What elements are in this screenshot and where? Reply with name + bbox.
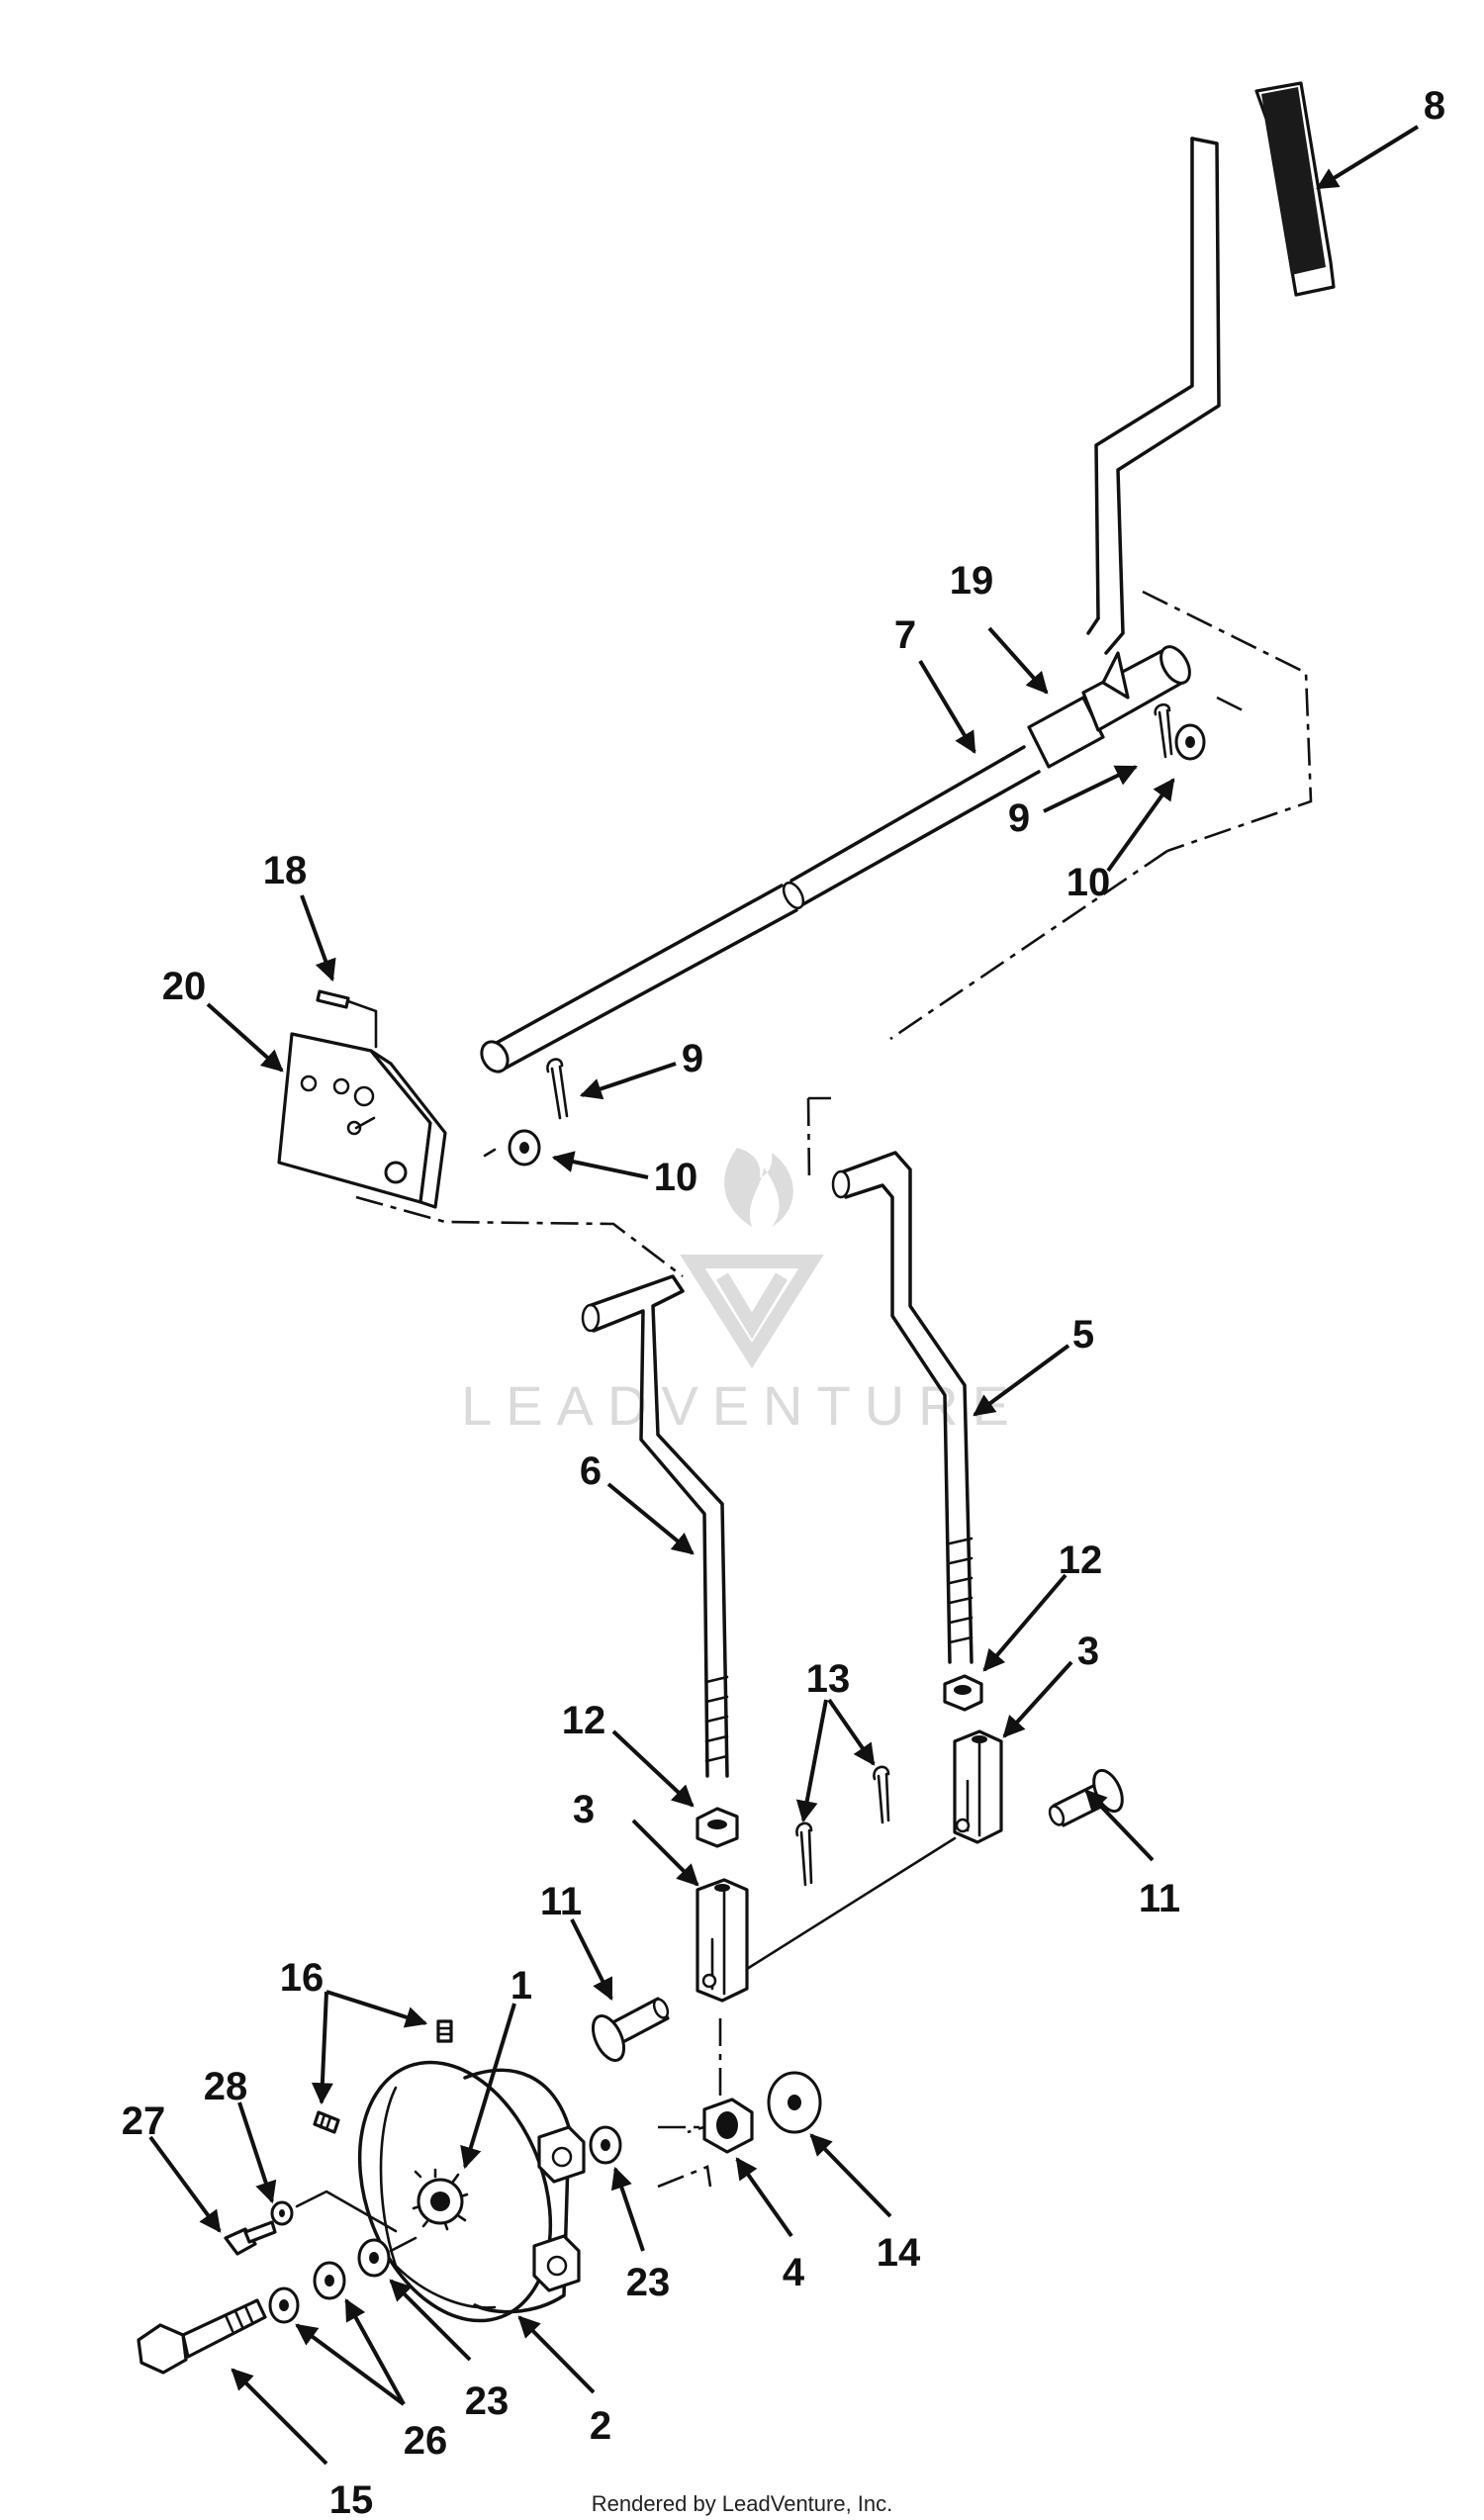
jam-nut-left bbox=[696, 1807, 739, 1848]
rod-left bbox=[581, 1274, 729, 1778]
callout-14: 14 bbox=[877, 2231, 921, 2275]
watermark: LEADVENTURE bbox=[461, 1148, 1023, 1437]
roll-pin bbox=[316, 989, 378, 1049]
cross-shaft bbox=[480, 745, 1041, 1073]
callout-8: 8 bbox=[1424, 84, 1445, 128]
callout-10-upper: 10 bbox=[1067, 861, 1111, 904]
callout-20: 20 bbox=[162, 965, 207, 1008]
bracket bbox=[277, 1032, 447, 1209]
callout-28: 28 bbox=[204, 2065, 248, 2108]
pulley-lugs bbox=[532, 2125, 586, 2292]
callout-6: 6 bbox=[580, 1449, 602, 1493]
bolt bbox=[137, 2298, 267, 2375]
clevis-pin-right bbox=[1048, 1768, 1124, 1827]
callout-10-lower: 10 bbox=[654, 1156, 698, 1199]
clevis-left bbox=[696, 1878, 749, 2003]
washer-23-right bbox=[589, 2125, 622, 2165]
clevis-right bbox=[953, 1729, 1003, 1844]
watermark-text: LEADVENTURE bbox=[461, 1374, 1023, 1437]
rendered-by-footer: Rendered by LeadVenture, Inc. bbox=[591, 2491, 893, 2516]
callout-23-right: 23 bbox=[626, 2261, 671, 2304]
callout-1: 1 bbox=[510, 1964, 532, 2007]
washer-lower bbox=[508, 1129, 541, 1167]
callout-4: 4 bbox=[783, 2251, 805, 2294]
callout-9-upper: 9 bbox=[1008, 796, 1030, 840]
callout-11-right: 11 bbox=[1139, 1877, 1180, 1920]
callout-23-left: 23 bbox=[465, 2380, 510, 2423]
callout-12-left: 12 bbox=[562, 1699, 606, 1742]
clevis-pin-left bbox=[591, 1997, 670, 2062]
callout-18: 18 bbox=[263, 849, 308, 892]
cotter-pin-lower bbox=[546, 1058, 569, 1120]
callout-15: 15 bbox=[329, 2478, 374, 2520]
hex-nut bbox=[702, 2098, 754, 2154]
pedal-pad bbox=[1254, 81, 1336, 297]
callout-9-lower: 9 bbox=[682, 1037, 703, 1080]
washer-upper bbox=[1174, 723, 1206, 761]
large-washer bbox=[767, 2071, 822, 2134]
rod-right bbox=[806, 1096, 974, 1664]
callout-26: 26 bbox=[404, 2419, 448, 2463]
set-screws bbox=[313, 2019, 453, 2134]
callout-2: 2 bbox=[590, 2404, 611, 2448]
small-bolt bbox=[224, 2220, 277, 2256]
callout-16: 16 bbox=[280, 1956, 325, 2000]
callout-13: 13 bbox=[806, 1657, 851, 1701]
callout-3-right: 3 bbox=[1077, 1630, 1099, 1673]
washer-23-left bbox=[357, 2238, 391, 2278]
callout-27: 27 bbox=[122, 2100, 166, 2143]
lock-washer bbox=[270, 2200, 294, 2226]
washer-26-b bbox=[313, 2261, 346, 2300]
callout-11-left: 11 bbox=[540, 1880, 582, 1923]
callout-labels: 8 19 7 9 10 18 20 9 10 5 6 12 3 13 12 3 … bbox=[122, 84, 1445, 2520]
leader-arrows bbox=[148, 125, 1420, 2466]
cotter-pins bbox=[795, 1765, 890, 1887]
callout-7: 7 bbox=[894, 613, 916, 657]
shaft-hub bbox=[1027, 645, 1191, 769]
callout-3-left: 3 bbox=[573, 1788, 595, 1831]
pedal-arm bbox=[1086, 137, 1221, 655]
washer-26-a bbox=[268, 2287, 300, 2324]
callout-19: 19 bbox=[950, 559, 994, 603]
cotter-pin-upper bbox=[1154, 702, 1173, 759]
callout-5: 5 bbox=[1072, 1313, 1094, 1356]
jam-nut-right bbox=[943, 1674, 983, 1712]
pulley-disc bbox=[357, 2060, 571, 2323]
callout-12-right: 12 bbox=[1059, 1539, 1103, 1582]
